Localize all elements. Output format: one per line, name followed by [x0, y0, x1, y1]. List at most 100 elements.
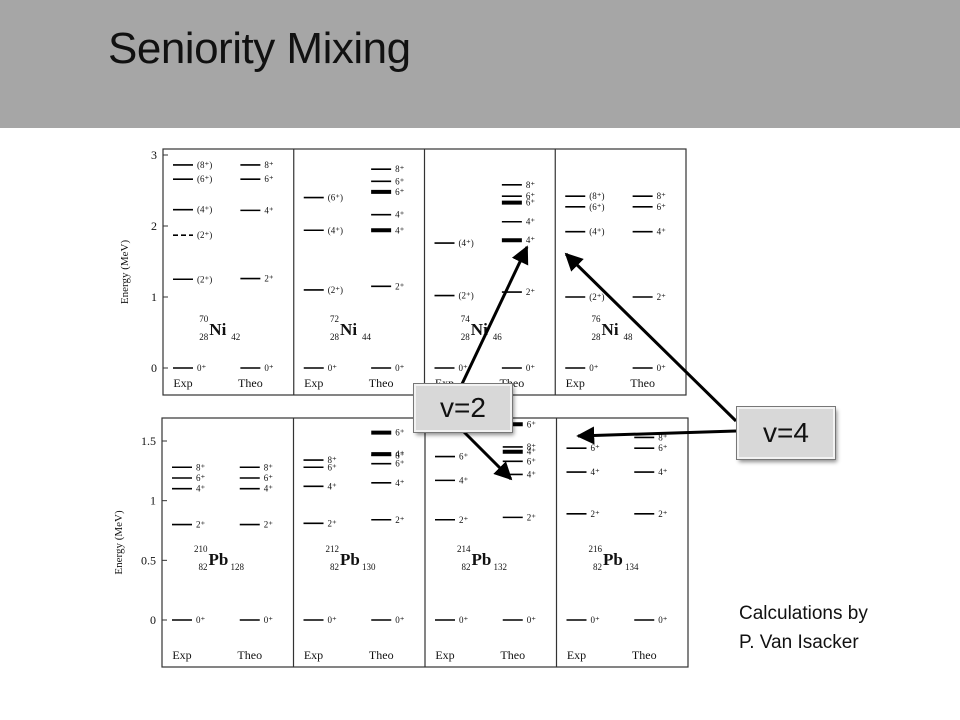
pb-element-symbol: Pb	[340, 550, 360, 569]
pb-theo-label: Theo	[632, 648, 657, 662]
pb-theo-level-label: 8⁺	[264, 462, 274, 472]
pb-theo-level-label: 8⁺	[395, 450, 405, 460]
v2-callout: v=2	[413, 383, 513, 433]
ni-exp-level-label: (6⁺)	[197, 174, 212, 184]
pb-exp-level-label: 8⁺	[196, 462, 206, 472]
pb-exp-level-label: 4⁺	[459, 475, 469, 485]
ni-theo-level-label: 6⁺	[395, 176, 405, 186]
ni-exp-level-label: (2⁺)	[197, 274, 212, 284]
pb-exp-label: Exp	[304, 648, 323, 662]
pb-theo-level-label: 6⁺	[527, 456, 537, 466]
pb-neutron-number: 128	[231, 562, 245, 572]
ni-element-symbol: Ni	[602, 320, 619, 339]
ni-theo-level-label: 6⁺	[264, 174, 274, 184]
ni-proton-number: 28	[461, 332, 471, 342]
pb-exp-level-label: 0⁺	[459, 615, 469, 625]
ni-exp-level-label: 0⁺	[328, 363, 338, 373]
ni-exp-level-label: (2⁺)	[589, 292, 604, 302]
pb-theo-level-label: 0⁺	[264, 615, 274, 625]
pb-theo-level-label: 0⁺	[658, 615, 668, 625]
pb-exp-level-label: 8⁺	[328, 455, 338, 465]
ni-proton-number: 28	[199, 332, 209, 342]
pb-exp-level-label: 6⁺	[196, 473, 206, 483]
ni-element-symbol: Ni	[209, 320, 226, 339]
pb-element-symbol: Pb	[603, 550, 623, 569]
ni-exp-level-label: 0⁺	[197, 363, 207, 373]
pb-element-symbol: Pb	[472, 550, 492, 569]
ni-ytick-label: 3	[151, 148, 157, 162]
ni-theo-level-label: 4⁺	[526, 235, 536, 245]
pb-neutron-number: 130	[362, 562, 376, 572]
ni-exp-level-label: (2⁺)	[459, 291, 474, 301]
ni-neutron-number: 46	[493, 332, 503, 342]
ni-exp-level-label: (4⁺)	[459, 238, 474, 248]
ni-ytick-label: 0	[151, 361, 157, 375]
pb-exp-level-label: 2⁺	[328, 518, 338, 528]
pb-mass-number: 214	[457, 544, 471, 554]
v4-arrow-to-ni74	[564, 252, 738, 423]
ni-ytick-label: 1	[151, 290, 157, 304]
pb-theo-level-label: 6⁺	[658, 443, 668, 453]
ni-mass-number: 72	[330, 314, 339, 324]
pb-ytick-label: 0	[150, 613, 156, 627]
pb-exp-level-label: 6⁺	[459, 452, 469, 462]
ni-mass-number: 76	[592, 314, 602, 324]
ni-exp-label: Exp	[566, 376, 585, 390]
ni-exp-label: Exp	[173, 376, 192, 390]
pb-exp-level-label: 4⁺	[591, 467, 601, 477]
ni-theo-level-label: 0⁺	[264, 363, 274, 373]
pb-theo-level-label: 4⁺	[527, 469, 537, 479]
pb-ylabel: Energy (MeV)	[113, 510, 125, 575]
pb-proton-number: 82	[199, 562, 208, 572]
ni-proton-number: 28	[592, 332, 602, 342]
pb-theo-level-label: 8⁺	[658, 432, 668, 442]
pb-theo-level-label: 6⁺	[264, 473, 274, 483]
pb-exp-level-label: 6⁺	[591, 443, 601, 453]
ni-exp-level-label: (4⁺)	[589, 227, 604, 237]
ni-exp-level-label: (8⁺)	[197, 160, 212, 170]
v4-callout: v=4	[736, 406, 836, 460]
slide-title: Seniority Mixing	[108, 24, 411, 73]
ni-theo-level-label: 8⁺	[395, 164, 405, 174]
pb-exp-label: Exp	[567, 648, 586, 662]
pb-theo-level-label: 6⁺	[395, 428, 405, 438]
ni-theo-level-label: 8⁺	[657, 191, 667, 201]
title-bar	[0, 0, 960, 128]
ni-exp-level-label: (2⁺)	[197, 230, 212, 240]
pb-neutron-number: 134	[625, 562, 639, 572]
ni-exp-level-label: (6⁺)	[589, 202, 604, 212]
pb-theo-level-label: 4⁺	[395, 449, 405, 459]
ni-theo-level-label: 0⁺	[395, 363, 405, 373]
pb-proton-number: 82	[330, 562, 339, 572]
ni-theo-level-label: 6⁺	[526, 191, 536, 201]
ni-mass-number: 70	[199, 314, 209, 324]
pb-ytick-label: 1	[150, 494, 156, 508]
ni-exp-level-label: 0⁺	[459, 363, 469, 373]
pb-theo-level-label: 6⁺	[527, 419, 537, 429]
ni-exp-level-label: (6⁺)	[328, 193, 343, 203]
ni-exp-level-label: 0⁺	[589, 363, 599, 373]
ni-theo-level-label: 2⁺	[395, 281, 405, 291]
ni-theo-level-label: 4⁺	[395, 210, 405, 220]
pb-theo-label: Theo	[369, 648, 394, 662]
pb-theo-level-label: 4⁺	[527, 447, 537, 457]
ni-ylabel: Energy (MeV)	[119, 240, 131, 305]
ni-theo-level-label: 2⁺	[526, 287, 536, 297]
ni-theo-level-label: 4⁺	[526, 217, 536, 227]
ni-element-symbol: Ni	[471, 320, 488, 339]
ni-exp-level-label: (4⁺)	[197, 205, 212, 215]
pb-exp-level-label: 6⁺	[328, 462, 338, 472]
pb-exp-level-label: 2⁺	[459, 515, 469, 525]
pb-theo-level-label: 2⁺	[264, 520, 274, 530]
pb-exp-label: Exp	[172, 648, 191, 662]
callout-arrows	[458, 245, 738, 481]
ni-theo-level-label: 0⁺	[657, 363, 667, 373]
pb-theo-level-label: 4⁺	[395, 478, 405, 488]
pb-exp-label: Exp	[435, 648, 454, 662]
pb-element-symbol: Pb	[209, 550, 229, 569]
ni-element-symbol: Ni	[340, 320, 357, 339]
pb-exp-level-label: 0⁺	[328, 615, 338, 625]
pb-theo-label: Theo	[237, 648, 262, 662]
